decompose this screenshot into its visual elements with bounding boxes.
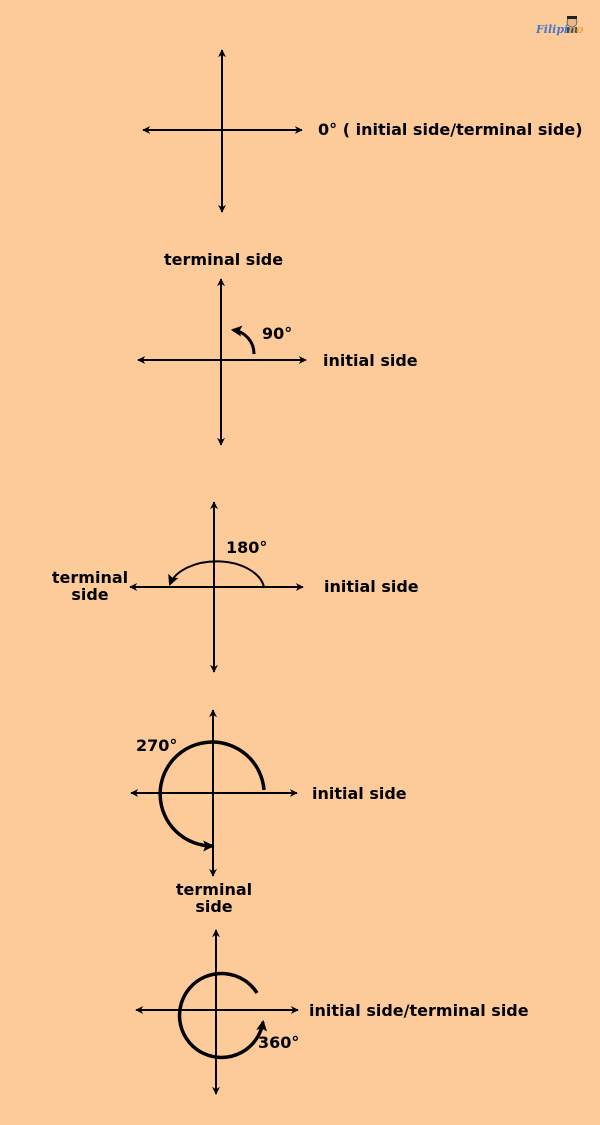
label-270-terminal-side: terminal side xyxy=(172,881,256,915)
label-180-terminal-line2: side xyxy=(71,585,109,604)
label-270-terminal-line1: terminal xyxy=(175,880,253,899)
diagram-0-degrees xyxy=(142,49,303,213)
diagram-270-degrees xyxy=(130,709,298,877)
filipiknow-logo: Filipino xyxy=(532,14,600,42)
diagram-90-degrees xyxy=(137,278,307,446)
logo-mascot-icon xyxy=(566,16,578,33)
label-180-terminal-line1: terminal xyxy=(51,568,129,587)
label-90-degrees: 90° xyxy=(262,324,293,343)
label-270-initial-side: initial side xyxy=(312,784,407,803)
label-270-degrees: 270° xyxy=(136,736,178,755)
label-180-terminal-side: terminal side xyxy=(48,569,132,603)
label-180-degrees: 180° xyxy=(226,538,268,557)
rotation-arc-180 xyxy=(168,560,265,588)
label-270-terminal-line2: side xyxy=(195,897,233,916)
label-0-degrees-initial-terminal: 0° ( initial side/terminal side) xyxy=(318,120,583,139)
label-360-degrees: 360° xyxy=(258,1033,300,1052)
logo-text-main: Filipi xyxy=(536,23,569,36)
diagram-360-degrees xyxy=(135,929,299,1095)
rotation-arc-90 xyxy=(230,325,256,355)
rotation-arc-270 xyxy=(158,740,266,852)
diagram-180-degrees xyxy=(129,501,304,673)
logo-text-tail: no xyxy=(568,23,584,36)
label-360-initial-terminal-side: initial side/terminal side xyxy=(309,1001,529,1020)
rotation-arc-360 xyxy=(177,971,268,1060)
label-90-initial-side: initial side xyxy=(323,351,418,370)
label-180-initial-side: initial side xyxy=(324,577,419,596)
label-90-terminal-side: terminal side xyxy=(164,250,284,269)
